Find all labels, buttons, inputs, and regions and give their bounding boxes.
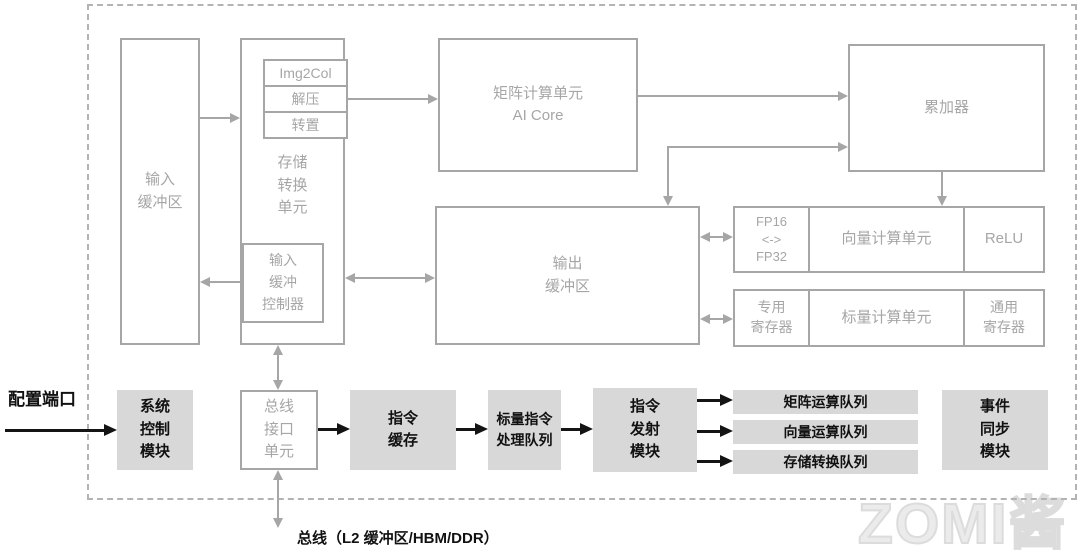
block-instruction-dispatch: 指令 发射 模块 [593,388,697,472]
arrowhead-left-icon [345,273,355,283]
config-port-label: 配置端口 [8,390,76,409]
block-accumulator: 累加器 [848,44,1045,172]
arrowhead-right-icon [425,273,435,283]
block-fp16-fp32-convert: FP16 <-> FP32 [733,206,810,273]
block-instruction-cache: 指令 缓存 [350,390,456,470]
arrowhead-right-icon [428,94,438,104]
block-bus-interface-unit: 总线 接口 单元 [240,390,318,470]
block-img2col: Img2Col [263,59,348,87]
arrow-accumulator-to-vector [941,172,943,198]
block-input-buffer-controller: 输入 缓冲 控制器 [242,243,324,323]
bus-label: 总线（L2 缓冲区/HBM/DDR） [297,530,499,547]
arrow-biu-to-icache [318,428,339,431]
arrow-scalarqueue-to-dispatch [561,428,582,431]
block-matrix-unit: 矩阵计算单元 AI Core [438,38,638,172]
arrowhead-left-icon [700,314,710,324]
arrow-icache-to-scalarqueue [456,428,477,431]
arrowhead-right-icon [720,425,733,437]
block-matrix-queue: 矩阵运算队列 [733,390,918,414]
block-input-buffer: 输入 缓冲区 [120,38,200,345]
arrow-dispatch-to-vectorqueue [697,430,722,433]
arrowhead-right-icon [838,91,848,101]
block-general-registers: 通用 寄存器 [963,289,1045,347]
arrowhead-up-icon [273,345,283,355]
arrowhead-right-icon [104,424,117,436]
arrow-controller-to-inputbuffer [209,281,242,283]
arrowhead-right-icon [230,113,240,123]
arrow-outputbuffer-accumulator-v [667,146,669,198]
arrowhead-left-icon [200,277,210,287]
arrowhead-right-icon [838,142,848,152]
arrow-matrix-to-accumulator [638,95,840,97]
block-memory-transfer-queue: 存储转换队列 [733,450,918,474]
block-special-registers: 专用 寄存器 [733,289,810,347]
block-vector-queue: 向量运算队列 [733,420,918,444]
arrowhead-up-icon [273,470,283,480]
arrowhead-right-icon [723,232,733,242]
block-transpose: 转置 [263,111,348,139]
block-system-control: 系统 控制 模块 [117,390,193,470]
block-scalar-unit: 标量计算单元 [808,289,965,347]
arrow-dispatch-to-matrixqueue [697,399,722,402]
arrowhead-right-icon [720,455,733,467]
arrowhead-down-icon [937,196,947,206]
block-event-sync: 事件 同步 模块 [942,390,1048,470]
arrowhead-right-icon [337,423,350,435]
arrowhead-right-icon [580,423,593,435]
block-output-buffer: 输出 缓冲区 [435,206,700,345]
arrowhead-left-icon [700,232,710,242]
block-relu: ReLU [963,206,1045,273]
arrowhead-down-icon [663,196,673,206]
arrow-configport-to-syscontrol [5,429,105,432]
arrowhead-down-icon [273,518,283,528]
arrow-inputbuffer-to-mtu [200,117,232,119]
arrow-dispatch-to-mtequeue [697,460,722,463]
arrow-mtu-outputbuffer [354,277,426,279]
block-scalar-instruction-queue: 标量指令 处理队列 [488,390,561,470]
arrow-outputbuffer-specialreg [708,318,725,320]
block-vector-unit: 向量计算单元 [808,206,965,273]
arrowhead-down-icon [273,380,283,390]
arrowhead-right-icon [723,314,733,324]
arrow-biu-bus [277,478,279,519]
arrow-mtu-to-matrix [348,98,430,100]
arrow-outputbuffer-fpconvert [708,236,725,238]
arrowhead-right-icon [475,423,488,435]
arrow-outputbuffer-accumulator-h [667,146,840,148]
arrowhead-right-icon [720,394,733,406]
watermark: ZOMI酱 [857,491,1068,553]
chip-boundary [87,4,1077,500]
arrow-mtu-biu [277,353,279,381]
memory-transfer-unit-label: 存储 转换 单元 [277,154,308,216]
block-decompress: 解压 [263,85,348,113]
